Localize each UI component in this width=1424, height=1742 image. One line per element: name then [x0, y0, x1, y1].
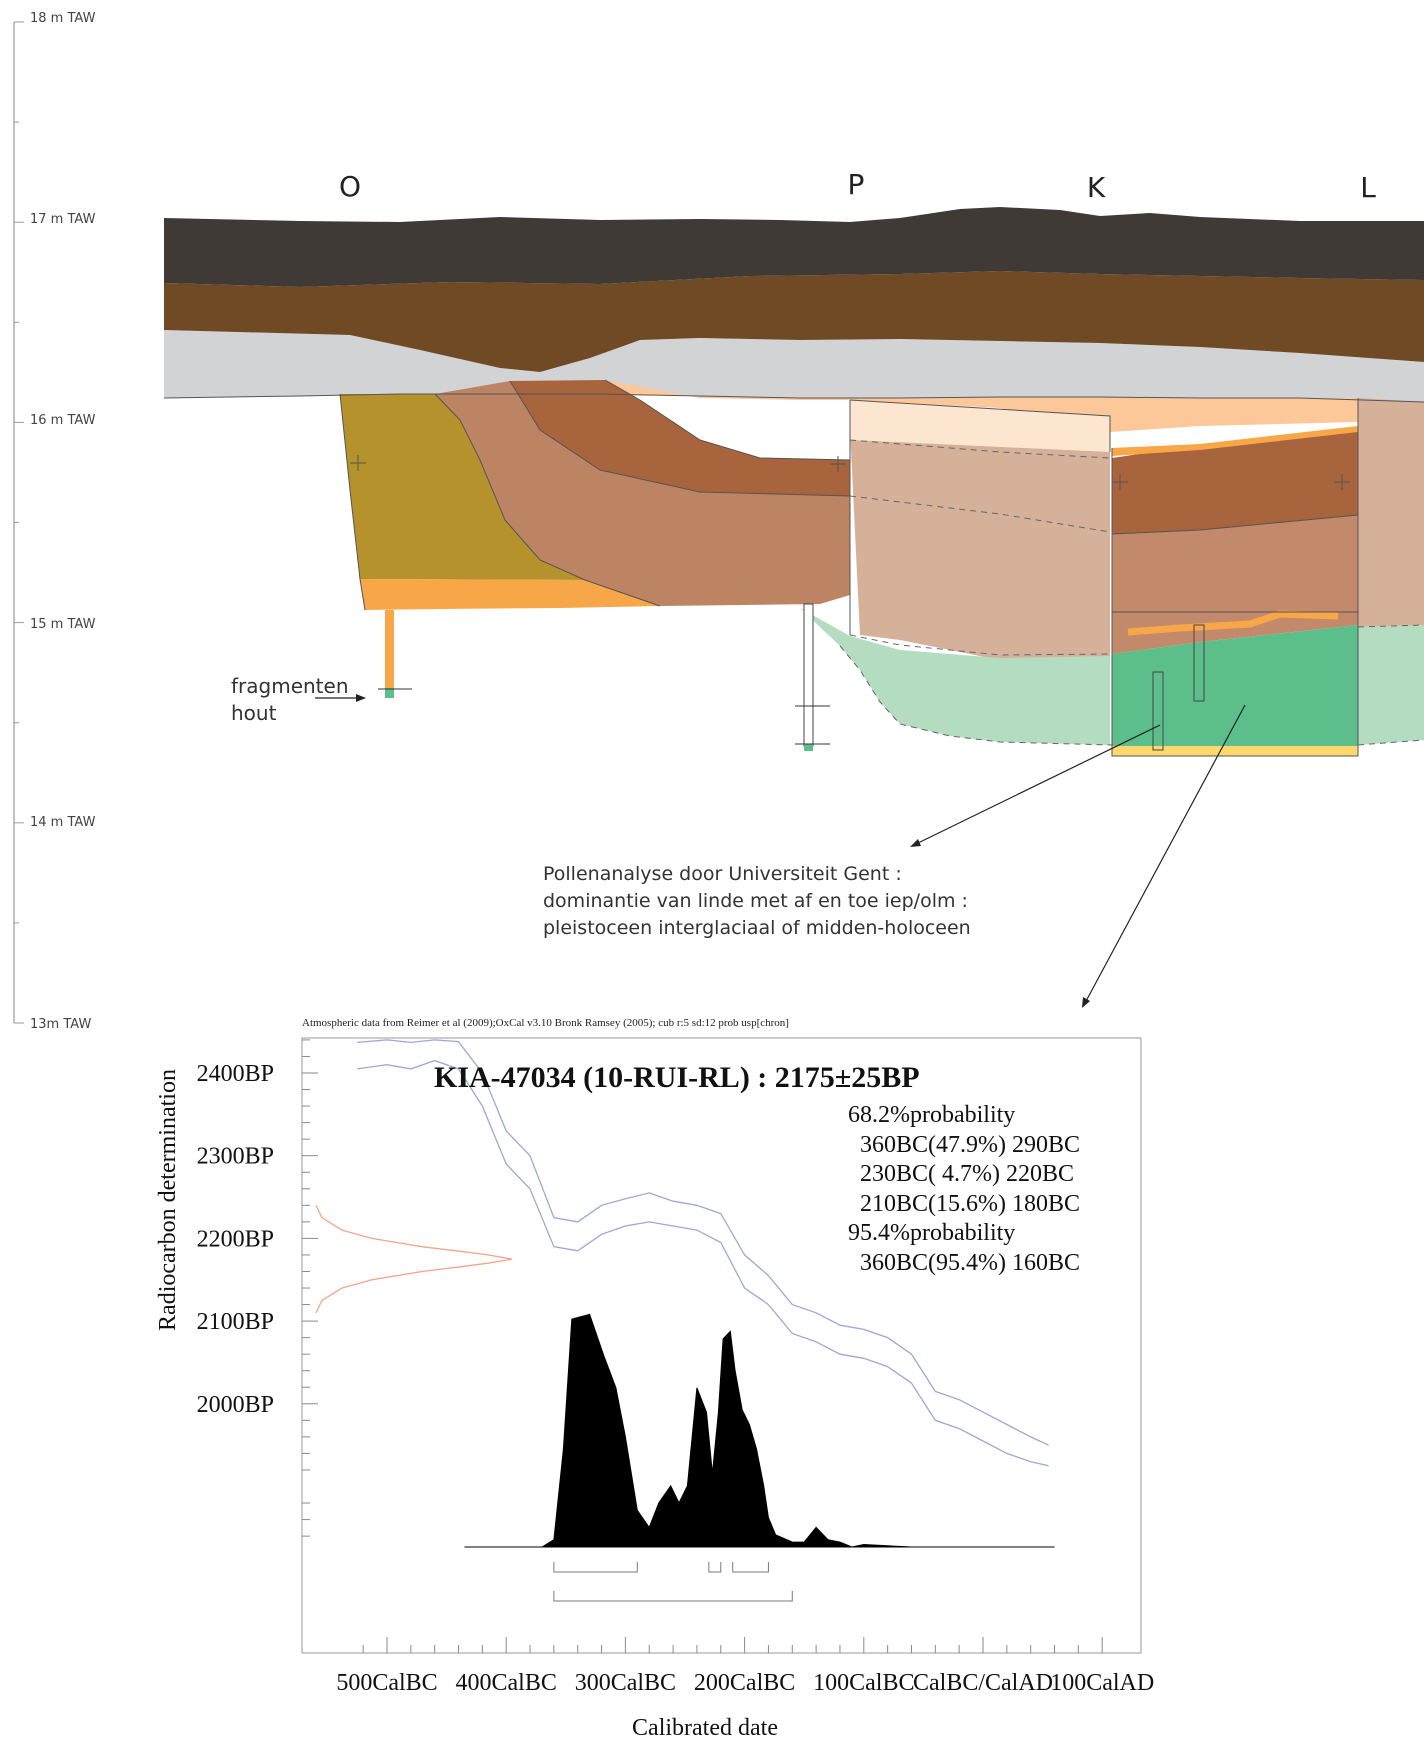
range-95-heading: 95.4%probability [848, 1220, 1015, 1246]
y-tick-label: 2000BP [197, 1392, 274, 1418]
sample-core-2 [1193, 624, 1205, 702]
pollen-note-line3: pleistoceen interglaciaal of midden-holo… [543, 917, 971, 939]
profile-point-L: L [1360, 171, 1376, 204]
probability-distribution [464, 1313, 936, 1548]
layer-pale [850, 400, 1110, 452]
x-tick-label: 200CalBC [694, 1670, 795, 1696]
layer-peach [605, 380, 1358, 432]
layer-brown [164, 271, 1424, 372]
layer-green-light-right [1358, 625, 1424, 745]
profile-point-P: P [848, 168, 865, 201]
pollen-arrows [910, 704, 1246, 1008]
probability-ranges: 68.2%probability 360BC(47.9%) 290BC 230B… [848, 1102, 1080, 1276]
y-tick-label: 2400BP [197, 1061, 274, 1087]
trench-green [1112, 625, 1358, 747]
depth-scale: 18 m TAW 17 m TAW 16 m TAW 15 m TAW 14 m… [13, 11, 96, 1032]
borehole-P-sample [804, 744, 813, 751]
calibration-chart: Atmospheric data from Reimer et al (2009… [155, 1017, 1154, 1741]
x-axis-title: Calibrated date [632, 1715, 778, 1741]
y-tick-label: 2300BP [197, 1144, 274, 1170]
range-68-b: 230BC( 4.7%) 220BC [860, 1161, 1074, 1187]
layer-grey [164, 330, 1424, 402]
layer-topsoil [164, 207, 1424, 287]
borehole-P [803, 603, 814, 747]
calibration-curve-upper [357, 1039, 1049, 1446]
interval-68-bracket [553, 1562, 638, 1573]
x-tick-label: CalBC/CalAD [913, 1670, 1053, 1696]
layer-beige [850, 430, 1110, 660]
chart-ticks: 500CalBC 400CalBC 300CalBC 200CalBC 100CalBC… [197, 1039, 1154, 1696]
trench-yellow-base [1112, 746, 1358, 756]
depth-label-13: 13m TAW [30, 1017, 91, 1032]
layer-tan [435, 381, 850, 606]
trench-rust [1112, 428, 1358, 534]
x-tick-label: 500CalBC [336, 1670, 437, 1696]
depth-label-14: 14 m TAW [30, 815, 96, 830]
chart-curves [315, 1039, 1055, 1548]
borehole-O-sample [385, 688, 394, 698]
depth-ticks [14, 21, 24, 1024]
interval-95-bracket [553, 1591, 793, 1602]
layer-boundaries [163, 379, 1424, 757]
trench-orange-stripe [1127, 610, 1339, 636]
interval-68-bracket [732, 1562, 769, 1573]
sample-core-1 [1152, 671, 1164, 751]
soil-profile [163, 207, 1424, 757]
borehole-O [385, 610, 394, 690]
layer-ochre [340, 394, 585, 580]
x-tick-label: 300CalBC [575, 1670, 676, 1696]
x-tick-label: 400CalBC [456, 1670, 557, 1696]
range-95-a: 360BC(95.4%) 160BC [860, 1250, 1080, 1276]
note-wood-line1: fragmenten [231, 674, 349, 698]
layer-beige-right [1358, 398, 1424, 627]
range-68-heading: 68.2%probability [848, 1102, 1015, 1128]
depth-label-15: 15 m TAW [30, 617, 96, 632]
profile-point-K: K [1087, 171, 1106, 204]
radiocarbon-measurement-curve [315, 1205, 513, 1314]
pollen-note-line2: dominantie van linde met af en toe iep/o… [543, 890, 968, 912]
survey-crosses [350, 455, 1350, 490]
x-tick-label: 100CalAD [1050, 1670, 1154, 1696]
chart-intervals [553, 1562, 793, 1602]
pollen-note-line1: Pollenanalyse door Universiteit Gent : [543, 863, 902, 885]
note-wood-arrow [315, 694, 366, 702]
trench-midbrown [1112, 515, 1358, 654]
range-68-c: 210BC(15.6%) 180BC [860, 1191, 1080, 1217]
x-tick-label: 100CalBC [813, 1670, 914, 1696]
chart-frame [301, 1037, 1142, 1654]
layer-rust [510, 380, 850, 496]
interval-68-bracket [708, 1562, 722, 1573]
layer-green-light [800, 608, 1110, 745]
trench-orange-line [1112, 426, 1358, 456]
note-wood-line2: hout [231, 701, 277, 725]
chart-title: KIA-47034 (10-RUI-RL) : 2175±25BP [434, 1061, 920, 1094]
y-tick-label: 2100BP [197, 1309, 274, 1335]
y-tick-label: 2200BP [197, 1226, 274, 1252]
depth-label-18: 18 m TAW [30, 11, 96, 26]
y-axis-title: Radiocarbon determination [155, 1069, 181, 1331]
chart-caption: Atmospheric data from Reimer et al (2009… [302, 1017, 789, 1029]
layer-orange-base [360, 579, 660, 610]
dashed-boundaries [839, 439, 1424, 746]
depth-label-17: 17 m TAW [30, 212, 96, 227]
calibration-curve-lower [357, 1059, 1049, 1467]
profile-point-O: O [339, 170, 361, 203]
depth-label-16: 16 m TAW [30, 413, 96, 428]
range-68-a: 360BC(47.9%) 290BC [860, 1132, 1080, 1158]
